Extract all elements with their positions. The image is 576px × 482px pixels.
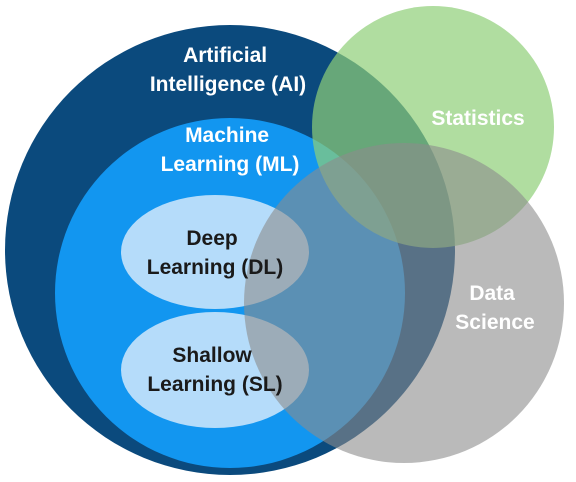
data-science-label: Data Science [455, 282, 534, 334]
dl-label-line2: Learning (DL) [147, 256, 284, 279]
sl-label: Shallow Learning (SL) [147, 344, 282, 396]
data-science-circle [244, 143, 564, 463]
dl-label: Deep Learning (DL) [147, 227, 284, 279]
sl-label-line1: Shallow [172, 344, 252, 367]
sl-label-line2: Learning (SL) [147, 373, 282, 396]
statistics-label-text: Statistics [431, 107, 524, 130]
ai-label-line1: Artificial [183, 44, 267, 67]
ml-label-line2: Learning (ML) [161, 153, 300, 176]
ai-label-line2: Intelligence (AI) [150, 73, 306, 96]
dl-label-line1: Deep [186, 227, 237, 250]
ml-label-line1: Machine [185, 124, 269, 147]
ml-label: Machine Learning (ML) [161, 124, 300, 176]
data-science-label-line1: Data [469, 282, 515, 305]
statistics-label: Statistics [431, 107, 524, 130]
ai-label: Artificial Intelligence (AI) [150, 44, 306, 96]
data-science-label-line2: Science [455, 311, 534, 334]
